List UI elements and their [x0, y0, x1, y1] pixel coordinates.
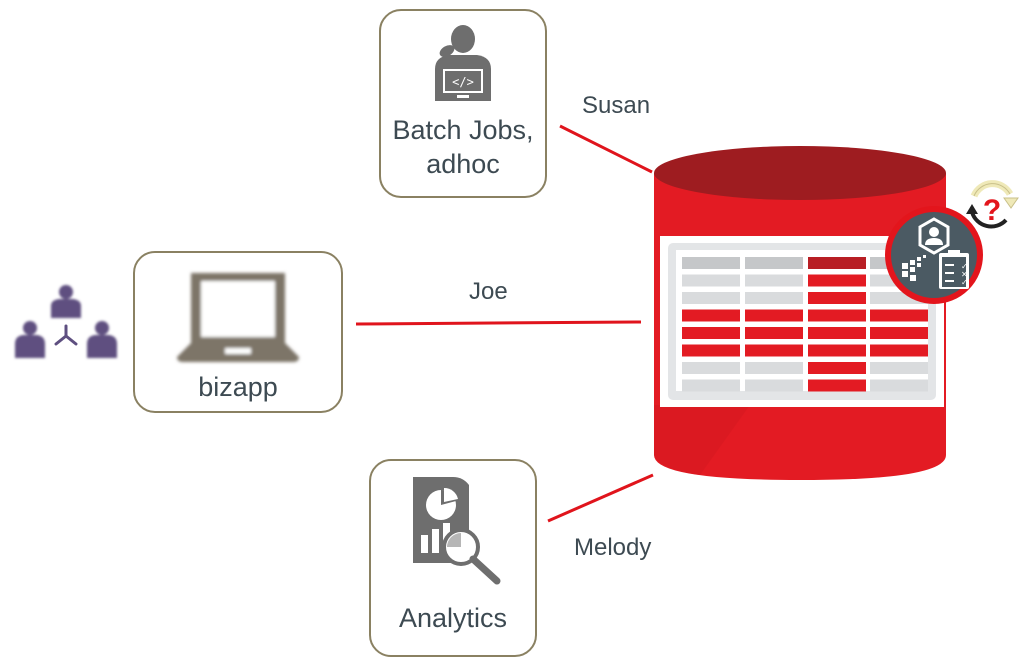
- connection-susan: [559, 124, 653, 174]
- bizapp-node[interactable]: bizapp: [133, 251, 343, 413]
- table-cell: [870, 344, 928, 357]
- table-cell: [745, 362, 803, 374]
- table-cell: [745, 309, 803, 322]
- svg-text:✕: ✕: [961, 270, 968, 279]
- table-cell: [808, 274, 866, 287]
- user-network-icon: [15, 285, 117, 358]
- table-cell: [745, 344, 803, 357]
- table-cell: [745, 379, 803, 392]
- table-cell: [870, 309, 928, 322]
- table-cell: [682, 327, 740, 339]
- analytics-label: Analytics: [398, 603, 508, 633]
- table-cell: [808, 344, 866, 357]
- table-cell: [682, 362, 740, 374]
- table-cell: [682, 274, 740, 287]
- svg-text:?: ?: [983, 194, 1001, 227]
- batch-jobs-node[interactable]: </> Batch Jobs, adhoc: [379, 9, 547, 198]
- table-cell: [745, 292, 803, 304]
- connection-label-joe: Joe: [469, 278, 508, 305]
- connection-joe: [355, 320, 642, 326]
- table-cell: [870, 362, 928, 374]
- analytics-node[interactable]: Analytics: [369, 459, 537, 657]
- table-cell: [682, 379, 740, 392]
- table-cell: [745, 274, 803, 287]
- table-cell: [808, 379, 866, 392]
- table-cell: [870, 379, 928, 392]
- database-icon[interactable]: [650, 135, 950, 485]
- table-cell: [808, 257, 866, 269]
- table-cell: [682, 257, 740, 269]
- table-cell: [682, 292, 740, 304]
- developer-at-computer-icon: </>: [435, 25, 491, 101]
- svg-text:</>: </>: [452, 75, 474, 89]
- report-analysis-icon: [413, 477, 501, 585]
- table-cell: [808, 309, 866, 322]
- table-cell: [870, 327, 928, 339]
- database-table-cells: [682, 257, 928, 392]
- connection-label-susan: Susan: [582, 92, 651, 119]
- table-cell: [682, 344, 740, 357]
- batch-jobs-label-line1: Batch Jobs,: [392, 115, 534, 145]
- user-privilege-analysis-icon[interactable]: ✓ ✕ ✓: [884, 205, 984, 305]
- table-cell: [808, 292, 866, 304]
- connection-label-melody: Melody: [574, 534, 652, 561]
- table-cell: [808, 327, 866, 339]
- svg-text:✓: ✓: [961, 278, 968, 287]
- svg-text:✓: ✓: [961, 262, 968, 271]
- question-cycle-icon: ?: [966, 180, 1019, 229]
- database-shade: [654, 405, 750, 475]
- table-cell: [808, 362, 866, 374]
- batch-jobs-label-line2: adhoc: [426, 149, 500, 179]
- bizapp-label: bizapp: [198, 372, 278, 402]
- table-cell: [745, 327, 803, 339]
- batch-jobs-label: Batch Jobs, adhoc: [381, 113, 545, 181]
- table-cell: [682, 309, 740, 322]
- laptop-icon: [177, 273, 299, 362]
- table-cell: [745, 257, 803, 269]
- connection-melody: [547, 473, 654, 523]
- database-top: [654, 146, 946, 200]
